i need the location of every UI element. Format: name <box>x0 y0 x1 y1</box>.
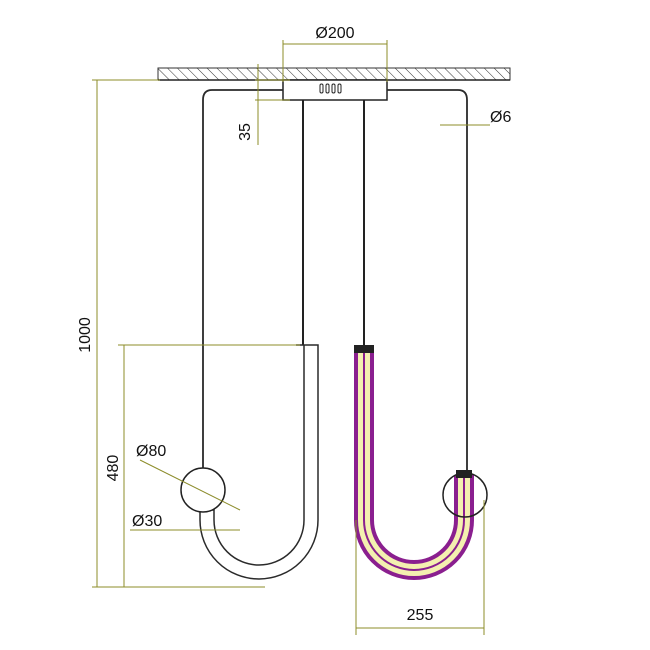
outer-support-wire <box>202 89 283 470</box>
right-support-wire <box>387 89 468 470</box>
dimension-lamp-height: 480 <box>105 344 300 587</box>
dimension-wire-diameter: Ø6 <box>440 109 511 126</box>
ceiling <box>157 67 511 81</box>
label-total-height: 1000 <box>77 317 94 353</box>
dimension-lamp-width: 255 <box>355 500 485 635</box>
dimension-tube-diameter: Ø30 <box>130 513 240 531</box>
dimension-canopy-height: 35 <box>237 64 290 145</box>
label-wire-diameter: Ø6 <box>490 109 511 126</box>
dimension-total-height: 1000 <box>77 79 265 588</box>
dimension-ball-diameter: Ø80 <box>136 443 241 511</box>
right-ball <box>442 472 488 518</box>
left-u-tube <box>199 344 319 580</box>
label-canopy-height: 35 <box>237 123 254 141</box>
left-ball <box>180 467 226 513</box>
dimension-canopy-diameter: Ø200 <box>282 25 388 82</box>
canopy-vent-icon <box>319 83 342 94</box>
label-tube-diameter: Ø30 <box>132 513 162 530</box>
label-ball-diameter: Ø80 <box>136 443 166 460</box>
right-u-tube <box>354 345 474 580</box>
label-lamp-width: 255 <box>407 607 434 624</box>
canopy <box>282 79 388 101</box>
label-lamp-height: 480 <box>105 455 122 482</box>
label-canopy-diameter: Ø200 <box>315 25 354 42</box>
